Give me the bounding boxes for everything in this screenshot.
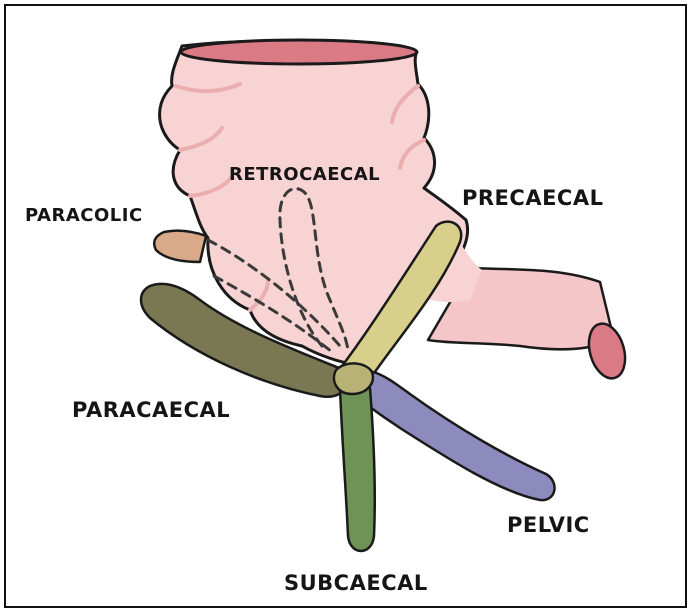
pelvic-appendix <box>352 371 555 500</box>
label-retrocaecal: RETROCAECAL <box>229 164 380 185</box>
label-paracolic: PARACOLIC <box>25 205 143 226</box>
subcaecal-appendix <box>340 380 375 551</box>
label-paracaecal: PARACAECAL <box>72 398 230 422</box>
label-pelvic: PELVIC <box>507 513 590 537</box>
paracolic-appendix <box>154 231 206 262</box>
label-precaecal: PRECAECAL <box>462 186 603 210</box>
appendix-base <box>334 363 373 394</box>
label-subcaecal: SUBCAECAL <box>284 571 428 595</box>
caecum-top-opening <box>181 40 417 64</box>
